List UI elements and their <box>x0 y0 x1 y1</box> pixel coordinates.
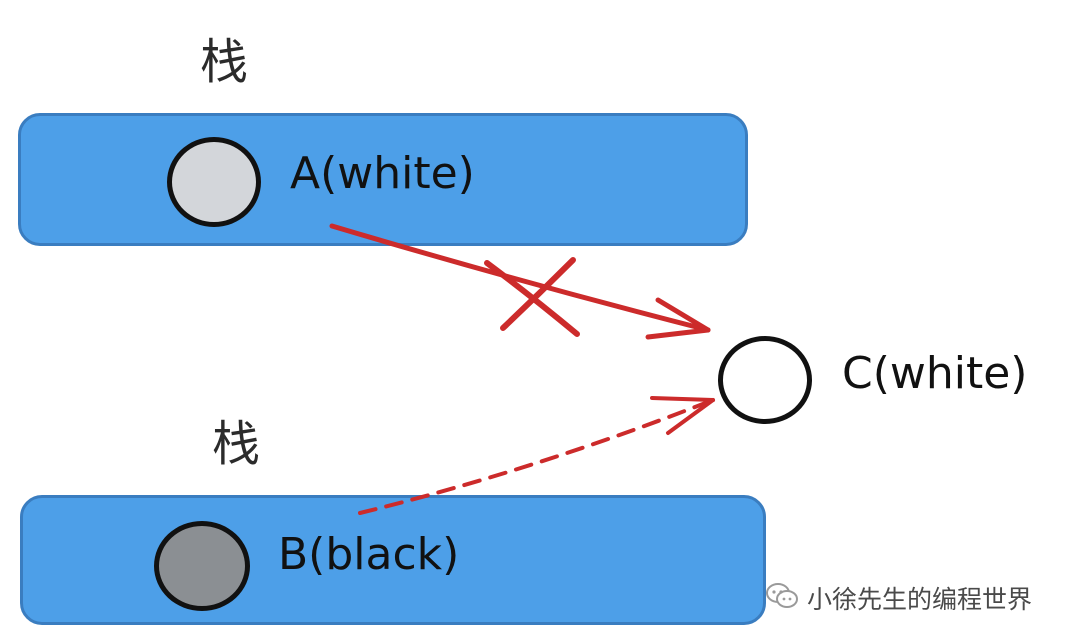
node-b-label: B(black) <box>278 529 460 580</box>
stack-title-top: 栈 <box>200 34 249 90</box>
node-a-circle <box>167 137 261 227</box>
wechat-icon <box>765 582 799 614</box>
node-a-label: A(white) <box>290 148 475 199</box>
node-b-circle <box>154 521 250 611</box>
stack-bar-bottom <box>20 495 766 625</box>
node-c-circle <box>718 336 812 424</box>
stack-title-bottom: 栈 <box>212 416 261 472</box>
node-c-label: C(white) <box>842 348 1028 399</box>
watermark: 小徐先生的编程世界 <box>765 578 1032 618</box>
watermark-text: 小徐先生的编程世界 <box>807 585 1033 614</box>
cross-mark-icon <box>484 257 580 337</box>
